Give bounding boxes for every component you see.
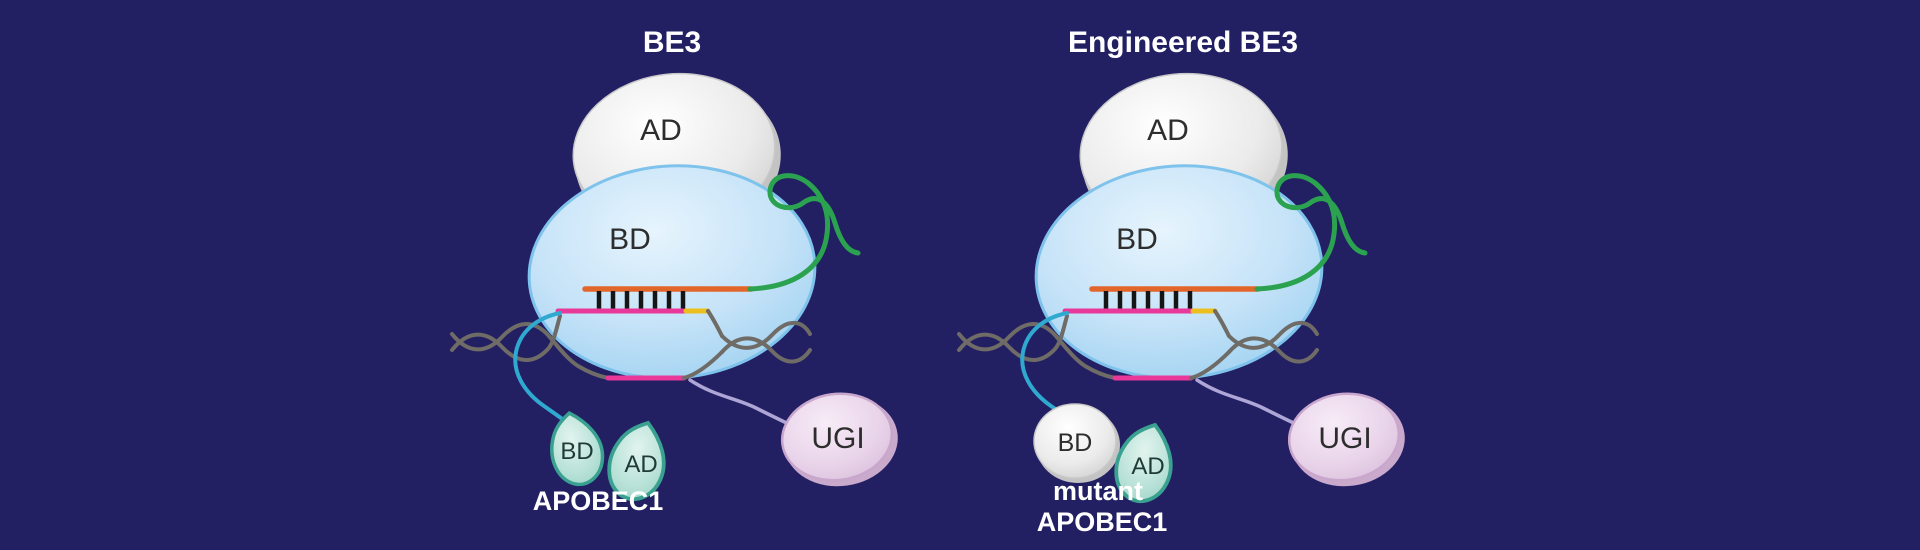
ugi-label: UGI [811, 422, 864, 455]
dna-strand-top-right [720, 320, 812, 350]
apobec-name-label-line2: APOBEC1 [1037, 507, 1168, 537]
cas9-ad-label: AD [640, 114, 682, 147]
dna-strand-top-left [450, 314, 562, 362]
dna-strand-top-left [957, 314, 1069, 362]
dna-connector-bottom-right [682, 350, 724, 380]
dna-strand-bottom-left [957, 322, 1117, 380]
base-pairing-rungs [1103, 291, 1193, 309]
apobec-name-label-line1: mutant [1053, 476, 1143, 506]
dna-connector-bottom-right [1189, 350, 1231, 380]
ugi-body [780, 392, 894, 482]
base-pairing-rungs [596, 291, 686, 309]
dna-strand-bottom-left [450, 322, 610, 380]
sgrna-scaffold-loop [747, 173, 861, 292]
panel-title: Engineered BE3 [1068, 26, 1298, 59]
ugi-body [1287, 392, 1401, 482]
apobec-linker [513, 311, 573, 427]
ugi-label: UGI [1318, 422, 1371, 455]
cas9-bd-body [1034, 164, 1324, 380]
panel-engineered-be3: Engineered BE3 AD BD [957, 26, 1405, 537]
panel-title: BE3 [643, 26, 701, 59]
panel-be3: BE3 AD BD [450, 26, 898, 516]
dna-connector-top-right [706, 309, 724, 338]
dna-strand-bottom-right [720, 336, 812, 364]
sgrna-scaffold-loop [1254, 173, 1368, 292]
apobec-bd-label: BD [560, 438, 593, 465]
apobec-ad-label: AD [1131, 453, 1164, 480]
cas9-bd-body [527, 164, 817, 380]
dna-strand-top-right [1227, 320, 1319, 350]
cas9-bd-label: BD [609, 223, 651, 256]
apobec-ad-label: AD [624, 451, 657, 478]
cas9-bd-label: BD [1116, 223, 1158, 256]
dna-strand-bottom-right [1227, 336, 1319, 364]
dna-connector-top-right [1213, 309, 1231, 338]
cas9-ad-label: AD [1147, 114, 1189, 147]
apobec-bd-label: BD [1058, 429, 1093, 457]
apobec-name-label: APOBEC1 [533, 486, 664, 516]
mutant-bd-domain [1033, 403, 1117, 479]
